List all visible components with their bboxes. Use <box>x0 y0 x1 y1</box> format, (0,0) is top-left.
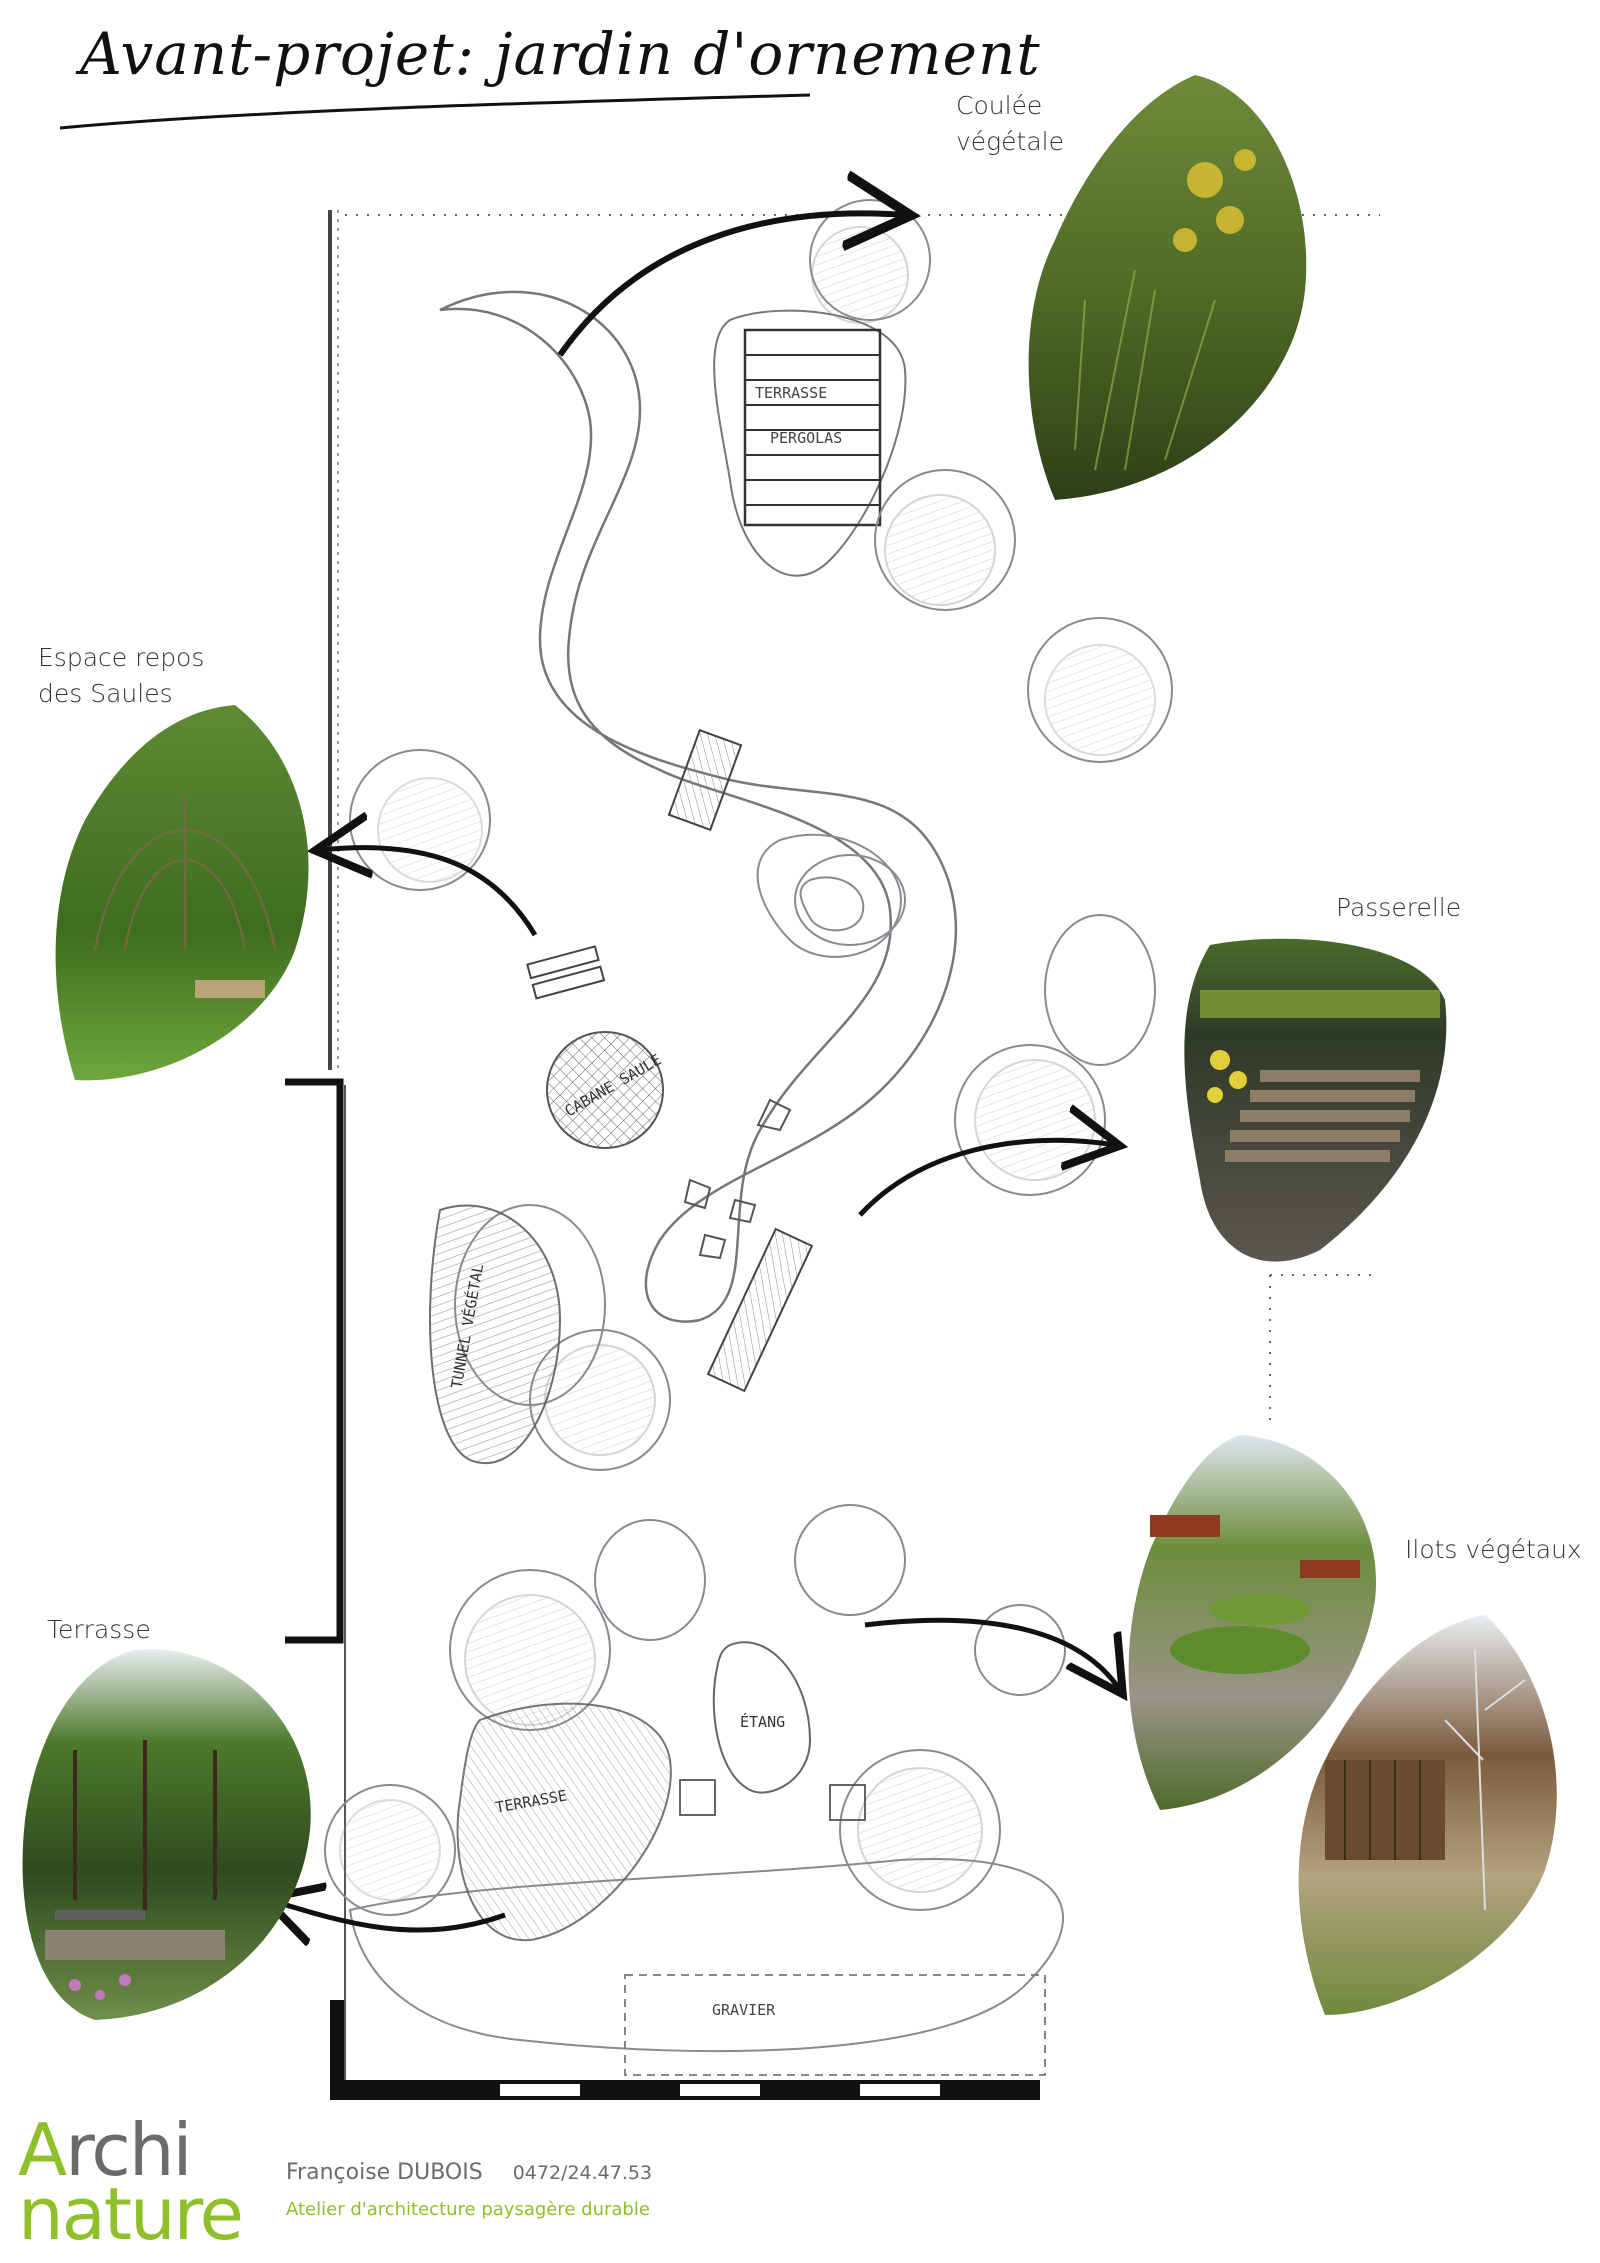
contact-block: Françoise DUBOIS 0472/24.47.53 Atelier d'… <box>286 2160 652 2220</box>
contact-name: Françoise DUBOIS <box>286 2160 483 2185</box>
pergola-terrace <box>713 309 907 577</box>
terrasse-bottom <box>456 1702 672 1942</box>
wall-segment <box>285 1078 344 1644</box>
tunnel-vegetal <box>429 1204 562 1464</box>
label-coulee-line2: végétale <box>956 127 1065 157</box>
plan-label-gravier: GRAVIER <box>712 2001 776 2019</box>
pond-shape-top <box>756 833 902 958</box>
cabane-saule <box>546 1031 664 1149</box>
gravier-zone <box>624 1974 1046 2076</box>
archinature-logo: Archi nature <box>18 2108 258 2258</box>
stepping-stones <box>683 1098 792 1260</box>
label-ilots-vegetaux: Ilots végétaux <box>1405 1535 1582 1564</box>
arrow-coulee <box>557 213 905 357</box>
photo-terrasse <box>22 1649 311 2020</box>
logo-line1: Archi <box>18 2108 193 2192</box>
shrub-clusters <box>324 199 1173 2053</box>
contact-phone: 0472/24.47.53 <box>512 2162 653 2184</box>
photo-ilots-vegetaux-2 <box>1298 1615 1557 2015</box>
bridge-top <box>667 728 743 832</box>
arrow-passerelle <box>858 1140 1115 1217</box>
logo-first-letter: A <box>18 2108 67 2192</box>
bottom-boundary <box>330 2000 1040 2100</box>
bench <box>526 945 606 1000</box>
plan-label-pergolas: PERGOLAS <box>770 429 842 447</box>
photo-passerelle <box>1184 938 1447 1262</box>
logo-line1-rest: rchi <box>65 2108 192 2192</box>
label-saules-line1: Espace repos <box>38 643 205 672</box>
photo-ilots-vegetaux-1 <box>1128 1435 1377 1810</box>
arrow-ilots <box>864 1617 1120 1690</box>
photo-coulee-vegetale <box>1028 75 1307 500</box>
label-coulee-vegetale: Coulée végétale <box>956 88 1064 161</box>
planter-square-1 <box>679 1779 716 1816</box>
left-hedge-boundary <box>328 210 346 2080</box>
plan-label-terrasse-top: TERRASSE <box>755 384 827 402</box>
label-espace-saules: Espace repos des Saules <box>38 640 204 713</box>
winding-path <box>439 290 958 1323</box>
bridge-bottom <box>706 1227 814 1393</box>
etang <box>712 1641 812 1794</box>
contact-tagline: Atelier d'architecture paysagère durable <box>286 2199 650 2220</box>
page-title: Avant-projet: jardin d'ornement <box>80 20 1041 88</box>
photo-espace-saules <box>55 705 309 1081</box>
arrow-saules <box>320 848 538 937</box>
label-saules-line2: des Saules <box>38 679 173 709</box>
label-coulee-line1: Coulée <box>956 91 1043 120</box>
plan-label-etang: ÉTANG <box>740 1712 785 1731</box>
label-passerelle: Passerelle <box>1336 893 1462 922</box>
label-terrasse: Terrasse <box>47 1615 151 1644</box>
title-underline <box>59 93 811 130</box>
planter-square-2 <box>829 1784 866 1821</box>
arrow-terrasse <box>270 1900 506 1930</box>
logo-line2: nature <box>18 2172 244 2256</box>
